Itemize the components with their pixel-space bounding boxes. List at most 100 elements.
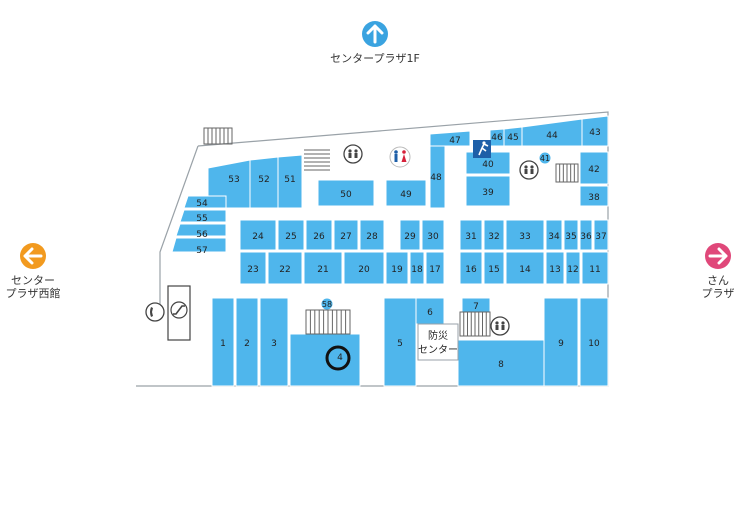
shop-label: 11 [589, 265, 600, 275]
disaster-center-label-2: センター [418, 344, 458, 356]
shop-label: 26 [313, 232, 325, 242]
shop-9[interactable] [543, 297, 579, 387]
shop-label: 37 [595, 232, 606, 242]
shop-8[interactable] [457, 339, 545, 387]
shop-label: 52 [258, 175, 269, 185]
stairs-icon [555, 163, 579, 183]
shop-47[interactable] [429, 130, 471, 147]
shop-42[interactable] [579, 151, 609, 185]
shop-25[interactable] [277, 219, 305, 251]
nav-up-label[interactable]: センタープラザ1F [330, 52, 420, 65]
shop-label: 14 [519, 265, 531, 275]
shop-22[interactable] [267, 251, 303, 285]
shop-27[interactable] [333, 219, 359, 251]
highlight-marker [325, 345, 351, 371]
shop-12[interactable] [565, 251, 581, 285]
nav-left-label-1[interactable]: センター [11, 274, 55, 287]
elevator-icon[interactable] [343, 144, 363, 164]
shop-10[interactable] [579, 297, 609, 387]
floor-wall [159, 145, 199, 310]
shop-label: 4 [337, 353, 343, 363]
nav-left[interactable]: センター プラザ西館 [0, 242, 66, 300]
shop-label: 13 [549, 265, 560, 275]
nav-right[interactable]: さん プラザ [690, 242, 746, 300]
shop-31[interactable] [459, 219, 483, 251]
stairs-icon [203, 127, 233, 145]
shop-37[interactable] [593, 219, 609, 251]
elevator-icon[interactable] [490, 316, 510, 336]
shop-13[interactable] [545, 251, 565, 285]
shop-20[interactable] [343, 251, 385, 285]
shop-label: 17 [429, 265, 440, 275]
shop-label: 42 [588, 165, 599, 175]
shop-26[interactable] [305, 219, 333, 251]
shop-30[interactable] [421, 219, 445, 251]
left-arrow-icon[interactable] [19, 242, 47, 270]
shop-36[interactable] [579, 219, 593, 251]
shop-41[interactable] [538, 151, 552, 165]
shop-29[interactable] [399, 219, 421, 251]
shop-32[interactable] [483, 219, 505, 251]
escalator-icon [167, 285, 191, 341]
shop-label: 36 [580, 232, 592, 242]
shop-50[interactable] [317, 179, 375, 207]
shop-54[interactable] [183, 195, 227, 209]
shop-label: 43 [589, 128, 600, 138]
shop-label: 18 [411, 265, 423, 275]
shop-1[interactable] [211, 297, 235, 387]
shop-6[interactable] [415, 297, 445, 325]
shop-56[interactable] [175, 223, 227, 237]
shop-16[interactable] [459, 251, 483, 285]
right-arrow-icon[interactable] [704, 242, 732, 270]
shop-34[interactable] [545, 219, 563, 251]
shop-label: 2 [244, 339, 250, 349]
shop-17[interactable] [425, 251, 445, 285]
shop-55[interactable] [179, 209, 227, 223]
shop-3[interactable] [259, 297, 289, 387]
nav-up[interactable]: センタープラザ1F [310, 20, 440, 65]
shop-label: 23 [247, 265, 258, 275]
shop-2[interactable] [235, 297, 259, 387]
shop-48[interactable] [429, 145, 446, 209]
disaster-center[interactable] [417, 323, 459, 361]
nav-right-label-1[interactable]: さん [707, 274, 729, 287]
shop-label: 46 [491, 133, 503, 143]
shop-33[interactable] [505, 219, 545, 251]
shop-label: 50 [340, 190, 352, 200]
stairs-icon [304, 149, 330, 171]
shop-label: 48 [430, 173, 442, 183]
shop-label: 22 [279, 265, 290, 275]
shop-35[interactable] [563, 219, 579, 251]
shop-5[interactable] [383, 297, 417, 387]
up-arrow-icon[interactable] [361, 20, 389, 48]
shop-23[interactable] [239, 251, 267, 285]
shop-15[interactable] [483, 251, 505, 285]
shop-label: 51 [284, 175, 295, 185]
shop-14[interactable] [505, 251, 545, 285]
shop-39[interactable] [465, 175, 511, 207]
shop-label: 3 [271, 339, 277, 349]
shop-label: 19 [391, 265, 403, 275]
shop-57[interactable] [171, 237, 227, 253]
shop-label: 24 [252, 232, 264, 242]
shop-label: 47 [449, 136, 460, 146]
shop-label: 30 [427, 232, 439, 242]
nav-left-label-2[interactable]: プラザ西館 [5, 287, 61, 300]
shop-21[interactable] [303, 251, 343, 285]
shop-28[interactable] [359, 219, 385, 251]
stairs-icon [459, 311, 491, 337]
shop-label: 34 [548, 232, 560, 242]
elevator-icon[interactable] [519, 160, 539, 180]
restroom-icon[interactable] [389, 146, 411, 168]
shop-19[interactable] [385, 251, 409, 285]
shop-24[interactable] [239, 219, 277, 251]
shop-11[interactable] [581, 251, 609, 285]
shop-49[interactable] [385, 179, 427, 207]
shop-label: 33 [519, 232, 530, 242]
nav-right-label-2[interactable]: プラザ [701, 287, 735, 300]
shop-label: 15 [488, 265, 499, 275]
shop-18[interactable] [409, 251, 425, 285]
shop-38[interactable] [579, 185, 609, 207]
